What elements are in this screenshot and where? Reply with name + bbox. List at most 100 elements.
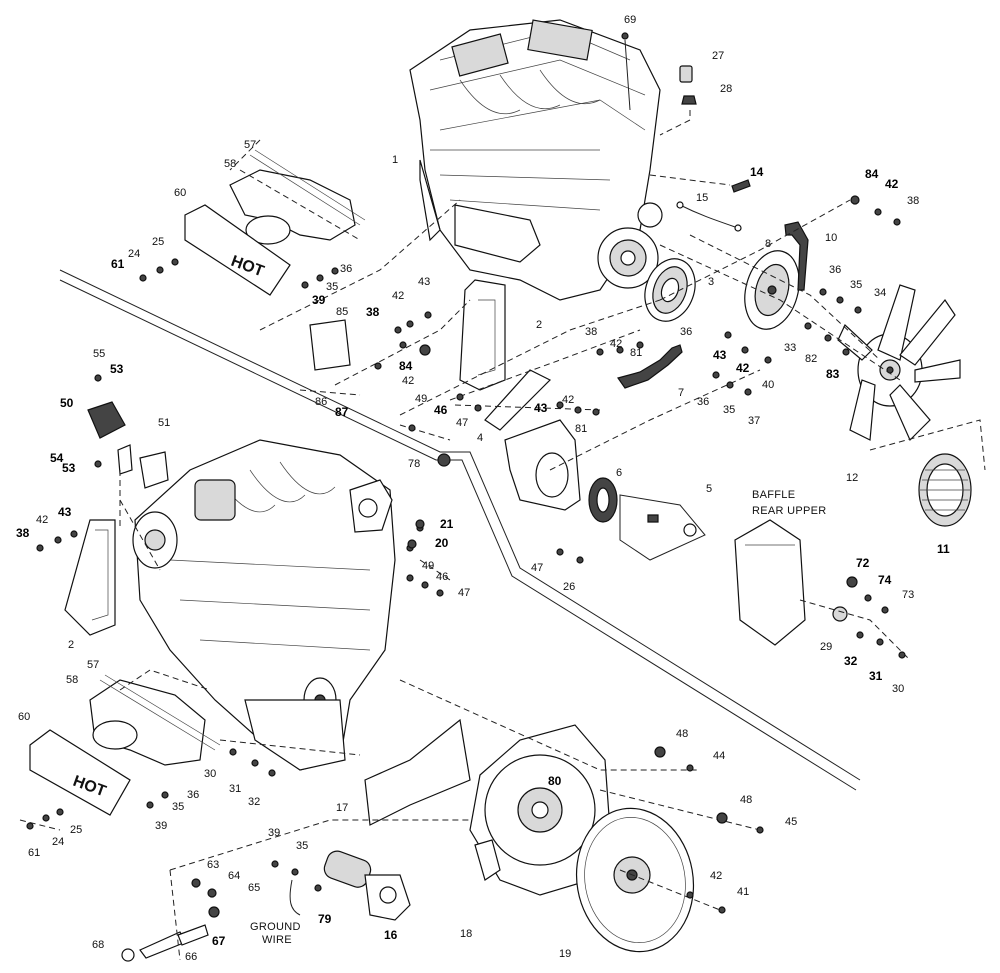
callout-29: 29 [820,641,832,653]
callout-25: 25 [70,824,82,836]
callout-45: 45 [785,816,797,828]
callout-43: 43 [713,348,727,362]
callout-86: 86 [315,396,327,408]
callout-36: 36 [187,789,199,801]
callout-14: 14 [750,165,764,179]
callout-36: 36 [340,263,352,275]
callout-46: 46 [436,571,448,583]
callout-2: 2 [68,639,74,651]
callout-36: 36 [680,326,692,338]
cap-and-seal [659,65,697,136]
callout-39: 39 [155,820,167,832]
callout-39: 39 [268,827,280,839]
callout-34: 34 [874,287,886,299]
callout-84: 84 [865,167,879,181]
sensor-bracket-50 [87,401,169,489]
exhaust-manifold-upper [229,149,366,245]
callout-30: 30 [892,683,904,695]
baffle-label-line2: REAR UPPER [752,505,827,517]
callout-72: 72 [856,556,870,570]
callout-11: 11 [937,542,950,556]
callout-38: 38 [585,326,597,338]
callout-38: 38 [907,195,919,207]
callout-38: 38 [366,305,380,319]
callout-42: 42 [736,361,750,375]
callout-35: 35 [723,404,735,416]
callout-25: 25 [152,236,164,248]
callout-42: 42 [562,394,574,406]
callout-79: 79 [318,912,332,926]
callout-6: 6 [616,467,622,479]
callout-42: 42 [402,375,414,387]
callout-36: 36 [829,264,841,276]
callout-10: 10 [825,232,837,244]
dipstick-sensor [621,32,631,111]
fan-clutch [918,453,972,527]
callout-42: 42 [392,290,404,302]
callout-81: 81 [630,347,642,359]
baffle-clips [832,576,858,622]
callout-42: 42 [885,177,899,191]
ground-wire-label-line2: WIRE [262,934,292,946]
callout-24: 24 [128,248,140,260]
callout-49: 49 [422,560,434,572]
callout-46: 46 [434,403,448,417]
fan-pulley [744,250,800,330]
callout-20: 20 [435,536,449,550]
callout-44: 44 [713,750,725,762]
mount-bracket-lower [64,519,116,636]
callout-17: 17 [336,802,348,814]
callout-87: 87 [335,405,349,419]
callout-3: 3 [708,276,714,288]
callout-42: 42 [710,870,722,882]
callout-84: 84 [399,359,413,373]
callout-74: 74 [878,573,892,587]
callout-83: 83 [826,367,840,381]
callout-43: 43 [534,401,548,415]
callout-32: 32 [844,654,858,668]
callout-66: 66 [185,951,197,963]
callout-82: 82 [805,353,817,365]
callout-78: 78 [408,458,420,470]
baffle-label-line1: BAFFLE [752,489,795,501]
callout-63: 63 [207,859,219,871]
callout-31: 31 [869,669,883,683]
callout-49: 49 [415,393,427,405]
callout-7: 7 [678,387,684,399]
callout-1: 1 [392,154,398,166]
callout-60: 60 [18,711,30,723]
callout-54: 54 [50,451,64,465]
callout-61: 61 [28,847,40,859]
tensioner-arm [617,344,683,389]
callout-31: 31 [229,783,241,795]
callout-35: 35 [172,801,184,813]
callout-27: 27 [712,50,724,62]
callout-51: 51 [158,417,170,429]
callout-55: 55 [93,348,105,360]
callout-43: 43 [418,276,430,288]
callout-47: 47 [458,587,470,599]
callout-numbers: 1 2 2 3 4 5 6 7 8 10 11 12 14 15 16 17 1… [16,14,950,963]
ground-wire-label-line1: GROUND [250,921,301,933]
callout-35: 35 [296,840,308,852]
exhaust-manifold-lower [89,674,221,766]
callout-80: 80 [548,774,562,788]
callout-85: 85 [336,306,348,318]
callout-30: 30 [204,768,216,780]
callout-58: 58 [224,158,236,170]
callout-21: 21 [440,517,454,531]
callout-37: 37 [748,415,760,427]
starter-motor [323,850,411,921]
callout-4: 4 [477,432,483,444]
callout-32: 32 [248,796,260,808]
callout-42: 42 [610,338,622,350]
callout-73: 73 [902,589,914,601]
callout-5: 5 [706,483,712,495]
callout-18: 18 [460,928,472,940]
callout-42: 42 [36,514,48,526]
mount-bracket-upper [459,279,506,391]
callout-61: 61 [111,257,125,271]
shield-17 [364,718,471,826]
callout-8: 8 [765,238,771,250]
part-5-outline [619,494,706,561]
